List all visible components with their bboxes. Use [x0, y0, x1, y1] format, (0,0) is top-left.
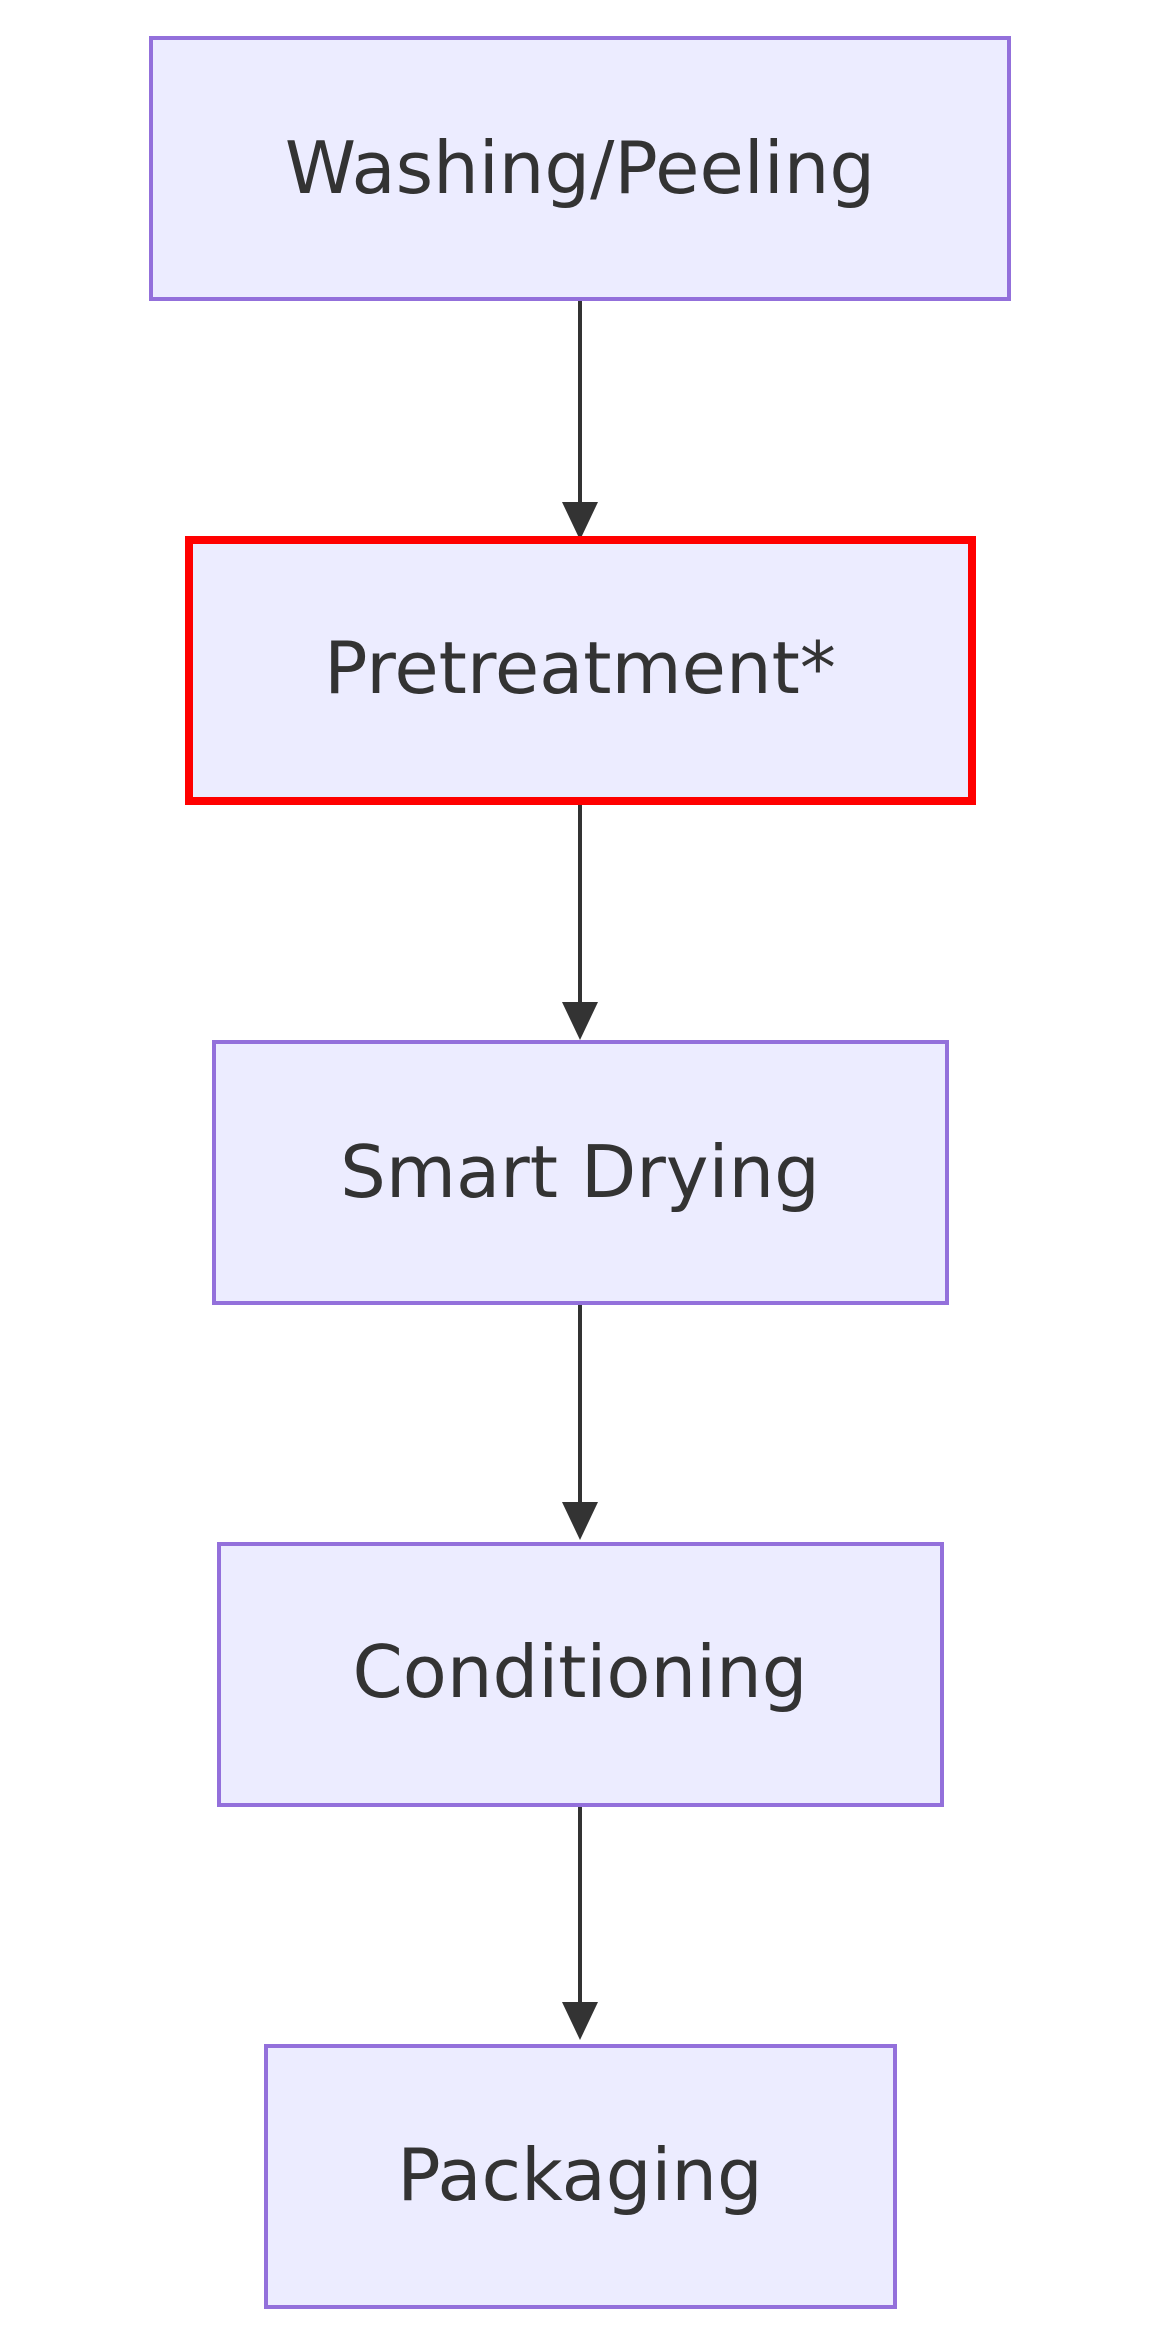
node-packaging: Packaging — [264, 2044, 897, 2309]
node-smart-drying: Smart Drying — [212, 1040, 949, 1305]
node-label: Washing/Peeling — [285, 126, 875, 210]
node-conditioning: Conditioning — [217, 1542, 944, 1807]
edge-washing-to-pretreatment — [562, 300, 598, 540]
edge-drying-to-conditioning — [562, 1302, 598, 1540]
edge-conditioning-to-packaging — [562, 1802, 598, 2040]
node-label: Smart Drying — [340, 1130, 820, 1214]
node-label: Pretreatment* — [324, 626, 836, 710]
edge-pretreatment-to-drying — [562, 802, 598, 1040]
node-washing-peeling: Washing/Peeling — [149, 36, 1011, 301]
node-label: Conditioning — [353, 1630, 808, 1714]
node-label: Packaging — [397, 2133, 762, 2217]
node-pretreatment: Pretreatment* — [185, 536, 976, 805]
